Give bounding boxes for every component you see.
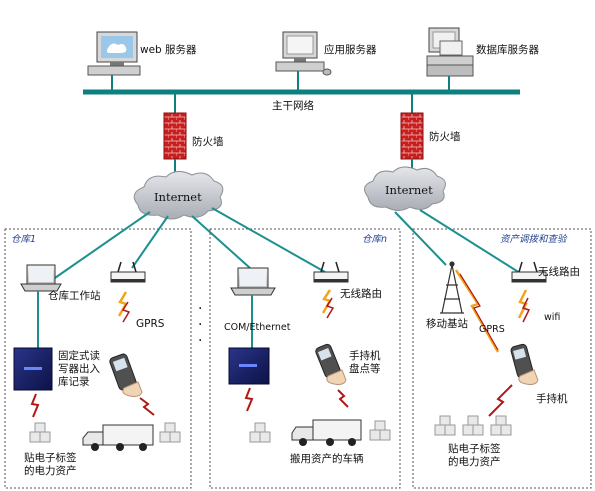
warehouse1-gprs-label: GPRS bbox=[136, 318, 165, 330]
warehouse1-title: 仓库1 bbox=[11, 234, 37, 245]
remote-zone bbox=[412, 228, 592, 489]
warehouseN-com-label: COM/Ethernet bbox=[224, 322, 291, 333]
web-server-label: web 服务器 bbox=[140, 44, 197, 56]
warehouseN-router-lightning-icon bbox=[321, 289, 332, 314]
warehouse1-gprs-lightning-icon bbox=[117, 291, 128, 317]
ellipsis-dots: ··· bbox=[198, 301, 203, 349]
database-server-icon bbox=[426, 27, 474, 77]
warehouse1-truck-icon bbox=[82, 424, 154, 451]
remote-asset-boxes-icon bbox=[434, 415, 512, 436]
remote-assets-label: 贴电子标签 的电力资产 bbox=[448, 443, 501, 468]
firewall-right-label: 防火墙 bbox=[429, 131, 461, 143]
remote-gprs-label: GPRS bbox=[479, 324, 505, 335]
warehouseN-handheld-icon bbox=[315, 343, 347, 385]
warehouseN-title: 仓库n bbox=[362, 234, 388, 245]
warehouse1-handheld-lightning-icon bbox=[139, 397, 155, 416]
remote-base-station-label: 移动基站 bbox=[426, 318, 468, 330]
warehouseN-reader-lightning-icon bbox=[244, 387, 254, 412]
warehouse1-asset-boxes-icon bbox=[29, 422, 181, 443]
remote-handheld-icon bbox=[510, 343, 539, 385]
warehouseN-handheld-label: 手持机 盘点等 bbox=[349, 350, 381, 375]
internet-left-label: Internet bbox=[154, 190, 202, 204]
warehouse1-workstation-label: 仓库工作站 bbox=[48, 290, 101, 302]
remote-router-label: 无线路由 bbox=[538, 266, 580, 278]
warehouse1-reader-lightning-icon bbox=[30, 393, 40, 418]
remote-title: 资产调拨和查验 bbox=[500, 234, 567, 245]
backbone-label: 主干网络 bbox=[272, 100, 314, 112]
app-server-icon bbox=[275, 31, 332, 76]
warehouse1-reader-icon bbox=[13, 347, 53, 391]
internet-cloud-right-icon bbox=[363, 166, 446, 211]
remote-router-icon bbox=[511, 261, 547, 283]
warehouseN-laptop-icon bbox=[230, 267, 276, 296]
warehouse1-reader-label: 固定式读 写器出入 库记录 bbox=[58, 350, 100, 388]
warehouseN-router-icon bbox=[313, 261, 349, 283]
internet-cloud-left-icon bbox=[133, 171, 224, 220]
app-server-label: 应用服务器 bbox=[324, 44, 377, 56]
database-server-label: 数据库服务器 bbox=[476, 44, 539, 56]
backbone-network bbox=[83, 71, 520, 113]
warehouseN-router-label: 无线路由 bbox=[340, 288, 382, 300]
firewall-right-icon bbox=[400, 112, 424, 160]
remote-wifi-lightning-icon bbox=[517, 289, 528, 319]
remote-handheld-lightning-icon bbox=[488, 384, 513, 417]
warehouseN-vehicle-label: 搬用资产的车辆 bbox=[290, 453, 364, 465]
remote-gprs-lightning-icon bbox=[454, 269, 500, 353]
warehouseN-zone bbox=[209, 228, 401, 489]
base-station-tower-icon bbox=[440, 261, 464, 314]
warehouse1-handheld-icon bbox=[109, 353, 143, 397]
warehouseN-handheld-lightning-icon bbox=[337, 389, 349, 408]
warehouse1-workstation-laptop-icon bbox=[20, 264, 62, 292]
web-server-icon bbox=[87, 31, 141, 76]
warehouseN-reader-icon bbox=[228, 347, 270, 385]
internet-links bbox=[51, 207, 521, 281]
warehouseN-truck-icon bbox=[291, 419, 362, 446]
firewall-left-icon bbox=[163, 112, 187, 160]
remote-wifi-label: wifi bbox=[544, 312, 561, 323]
remote-handheld-label: 手持机 bbox=[536, 393, 568, 405]
warehouse1-router-icon bbox=[110, 261, 146, 283]
internet-right-label: Internet bbox=[385, 183, 433, 197]
warehouse1-zone bbox=[4, 228, 192, 489]
warehouseN-asset-boxes-icon bbox=[249, 420, 391, 443]
firewall-left-label: 防火墙 bbox=[192, 136, 224, 148]
warehouse1-assets-label: 贴电子标签 的电力资产 bbox=[24, 452, 77, 477]
